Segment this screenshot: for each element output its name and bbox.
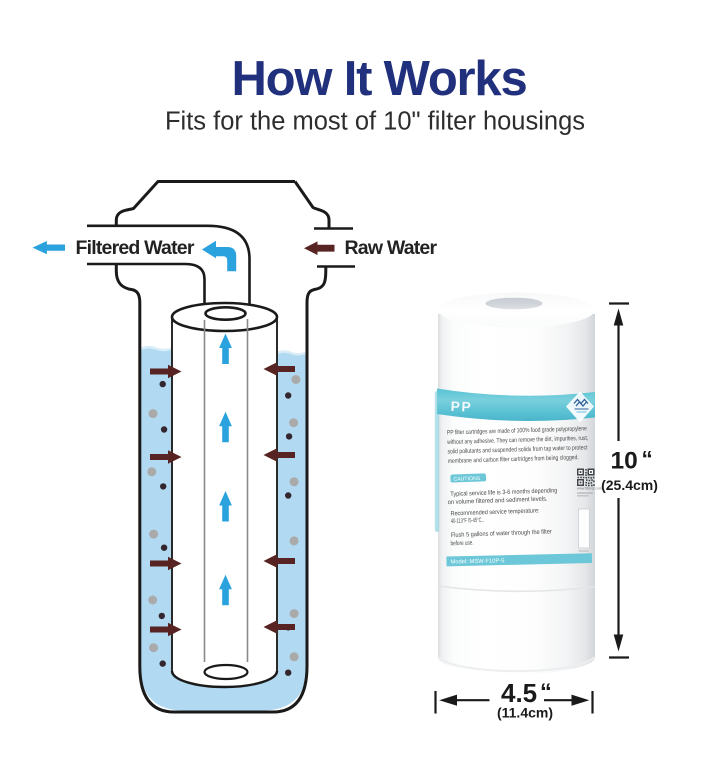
- svg-text:40-113°F /5-45°C..: 40-113°F /5-45°C..: [451, 516, 484, 525]
- svg-text:CAUTIONS: CAUTIONS: [453, 476, 481, 483]
- svg-text:PP: PP: [450, 399, 472, 415]
- svg-text:Recommended service temperatur: Recommended service temperature:: [450, 507, 539, 517]
- svg-text:www.filterqr.com: www.filterqr.com: [577, 487, 602, 491]
- svg-text:Filtered Water: Filtered Water: [76, 237, 195, 259]
- svg-text:“: “: [642, 447, 653, 472]
- svg-text:How It Works: How It Works: [231, 52, 526, 106]
- svg-text:before use.: before use.: [450, 540, 473, 548]
- svg-text:Typical service life is 3-6 mo: Typical service life is 3-6 months depen…: [450, 487, 558, 498]
- svg-text:PP filter cartridges are made: PP filter cartridges are made of 100% fo…: [447, 425, 588, 436]
- svg-text:“: “: [540, 679, 552, 705]
- svg-text:Fits for the most of 10" filte: Fits for the most of 10" filter housings: [165, 108, 585, 136]
- svg-text:10: 10: [611, 448, 638, 475]
- svg-text:on volume filtered and sedimen: on volume filtered and sediment levels.: [448, 496, 548, 506]
- svg-text:without any adhesive. They can: without any adhesive. They can remove th…: [446, 435, 588, 446]
- svg-text:4.5: 4.5: [501, 678, 537, 708]
- svg-text:Flush 5 gallons of water throu: Flush 5 gallons of water through the fil…: [451, 528, 552, 539]
- svg-text:(25.4cm): (25.4cm): [601, 477, 658, 493]
- svg-text:solid pollutants and suspended: solid pollutants and suspended solids fr…: [447, 444, 587, 455]
- svg-text:Raw Water: Raw Water: [345, 237, 438, 259]
- svg-text:(11.4cm): (11.4cm): [497, 705, 553, 721]
- svg-text:Model: MSW-F10P-5: Model: MSW-F10P-5: [450, 558, 504, 565]
- svg-text:membrane and carbon filter car: membrane and carbon filter cartridges fr…: [448, 454, 579, 465]
